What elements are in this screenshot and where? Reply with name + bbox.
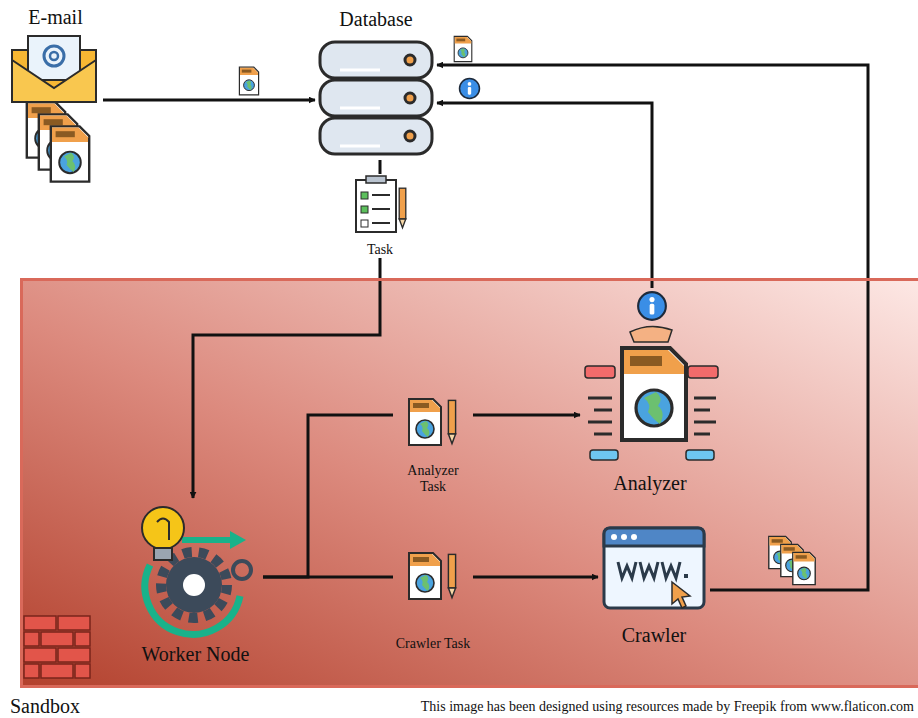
task-node: Analyzer Task [393,395,473,495]
analyzer-icon [585,292,718,460]
node-label: Database [339,8,412,31]
url-icon-stack [769,536,815,584]
sandbox-ground [20,278,918,688]
sandbox-region: SandboxAnalyzer TaskAnalyzerWorker NodeC… [20,278,918,688]
process-node: Crawler [598,525,710,647]
connector-arrow [473,576,598,579]
database-icon [320,42,432,154]
connector-arrow [103,99,315,102]
node-label: Analyzer Task [393,463,473,495]
email-icon [12,36,96,182]
worker-node-icon [142,507,251,634]
connector-arrow [193,258,380,498]
email-node: E-mail [8,6,103,211]
node-label: E-mail [28,6,82,29]
node-label: Analyzer [613,472,686,495]
connector-arrow [437,103,652,288]
node-label: Crawler Task [396,636,471,652]
node-label: Sandbox [10,695,80,718]
connector-arrow [379,160,382,174]
connector-arrow [263,576,393,579]
analyzer-task-icon [409,399,456,445]
database-node: Database [315,8,437,160]
credit-note: This image has been designed using resou… [421,699,914,715]
crawler-task-icon [409,553,456,599]
node-label: Task [367,242,393,258]
brick-wall-icon [24,616,90,678]
task-icon [356,176,406,232]
task-node: Crawler Task [393,548,473,652]
crawler-icon [604,528,704,608]
process-node: Worker Node [128,498,263,666]
connector-arrow [473,414,580,417]
process-node: Analyzer [580,288,720,495]
node-label: Crawler [622,624,686,647]
connector-arrow [437,65,868,590]
url-icon [239,67,258,95]
node-label: Worker Node [142,643,250,666]
connector-arrow [263,415,393,577]
task-node: Task [350,174,410,258]
info-icon [460,79,480,99]
url-icon [454,36,472,61]
